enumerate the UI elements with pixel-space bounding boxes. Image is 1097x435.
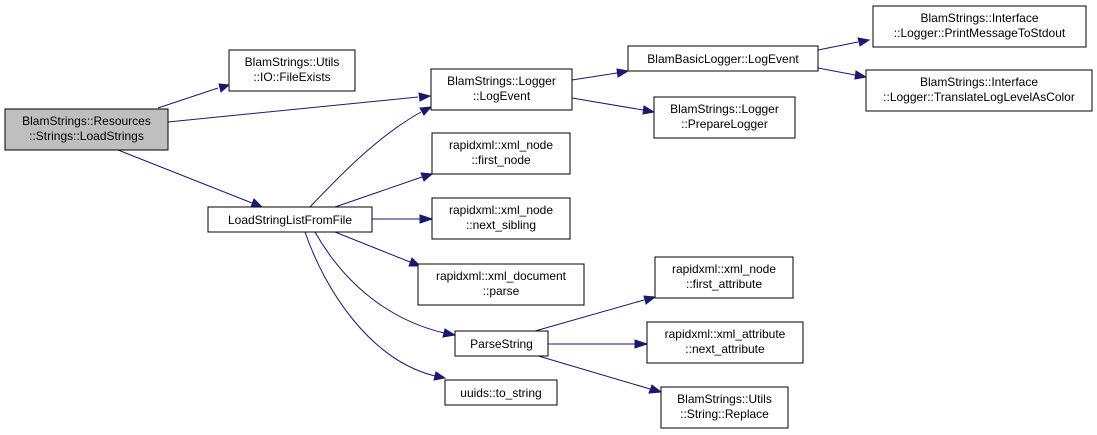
node-parse-string[interactable]: ParseString [454,330,549,357]
node-print-stdout-line2: ::Logger::PrintMessageToStdout [894,26,1066,40]
edge-loggerlogevent-preparelogger [571,97,656,115]
node-print-stdout[interactable]: BlamStrings::Interface ::Logger::PrintMe… [872,5,1087,48]
node-file-exists[interactable]: BlamStrings::Utils ::IO::FileExists [228,49,356,92]
node-translate-color-line1: BlamStrings::Interface [920,75,1038,89]
node-print-stdout-line1: BlamStrings::Interface [920,11,1038,25]
node-next-attribute[interactable]: rapidxml::xml_attribute ::next_attribute [646,321,804,364]
node-to-string[interactable]: uuids::to_string [444,379,558,406]
node-load-list-line1: LoadStringListFromFile [228,213,352,227]
node-prepare-logger-line2: ::PrepareLogger [681,117,768,131]
node-first-attribute-line2: ::first_attribute [686,277,762,291]
node-next-attribute-line1: rapidxml::xml_attribute [665,327,786,341]
edge-parsestring-nextattribute [548,339,649,349]
node-first-attribute-line1: rapidxml::xml_node [672,262,776,276]
node-load-strings-line2: ::Strings::LoadStrings [29,129,144,143]
node-next-sibling-line2: ::next_sibling [466,218,536,232]
node-first-node[interactable]: rapidxml::xml_node ::first_node [431,132,571,175]
edge-loadlist-parsestring [314,231,457,338]
node-basic-logevent-line1: BlamBasicLogger::LogEvent [647,52,799,66]
node-basic-logevent[interactable]: BlamBasicLogger::LogEvent [627,45,819,72]
node-file-exists-line2: ::IO::FileExists [253,70,330,84]
node-replace[interactable]: BlamStrings::Utils ::String::Replace [660,386,789,429]
edge-loadstrings-loggerlogevent [167,92,432,123]
edge-loadlist-tostring [304,231,447,381]
node-replace-line2: ::String::Replace [680,407,769,421]
edge-loadlist-firstnode [334,172,434,208]
edge-parsestring-replace [534,354,663,394]
node-first-node-line1: rapidxml::xml_node [449,138,553,152]
node-translate-color[interactable]: BlamStrings::Interface ::Logger::Transla… [865,69,1093,112]
node-file-exists-line1: BlamStrings::Utils [245,55,340,69]
edge-loadlist-nextsibling [372,214,434,224]
node-doc-parse-line2: ::parse [483,284,520,298]
node-doc-parse-line1: rapidxml::xml_document [436,269,567,283]
node-logger-logevent-line2: ::LogEvent [473,89,531,103]
node-to-string-line1: uuids::to_string [460,386,541,400]
node-logger-logevent-line1: BlamStrings::Logger [447,74,556,88]
node-next-attribute-line2: ::next_attribute [685,342,765,356]
node-replace-line1: BlamStrings::Utils [677,392,772,406]
node-logger-logevent[interactable]: BlamStrings::Logger ::LogEvent [430,68,573,111]
edge-parsestring-firstattribute [534,295,657,332]
node-first-attribute[interactable]: rapidxml::xml_node ::first_attribute [654,256,794,299]
edge-basiclogevent-translatecolor [817,67,868,80]
node-prepare-logger[interactable]: BlamStrings::Logger ::PrepareLogger [653,96,796,139]
edge-loadlist-loggerlogevent [309,106,433,208]
node-next-sibling[interactable]: rapidxml::xml_node ::next_sibling [431,197,571,240]
edge-loadstrings-loadlist [117,149,264,208]
node-parse-string-line1: ParseString [470,337,533,351]
edge-loadlist-docparse [334,231,422,267]
node-translate-color-line2: ::Logger::TranslateLogLevelAsColor [883,90,1075,104]
node-load-strings-line1: BlamStrings::Resources [22,114,151,128]
node-prepare-logger-line1: BlamStrings::Logger [670,102,779,116]
node-load-list[interactable]: LoadStringListFromFile [207,206,373,233]
node-first-node-line2: ::first_node [471,153,531,167]
edge-loggerlogevent-basiclogevent [571,68,630,81]
node-next-sibling-line1: rapidxml::xml_node [449,203,553,217]
node-load-strings[interactable]: BlamStrings::Resources ::Strings::LoadSt… [4,108,169,151]
edge-basiclogevent-printstdout [817,37,871,51]
edge-loadstrings-fileexists [157,83,231,109]
node-doc-parse[interactable]: rapidxml::xml_document ::parse [417,263,585,306]
